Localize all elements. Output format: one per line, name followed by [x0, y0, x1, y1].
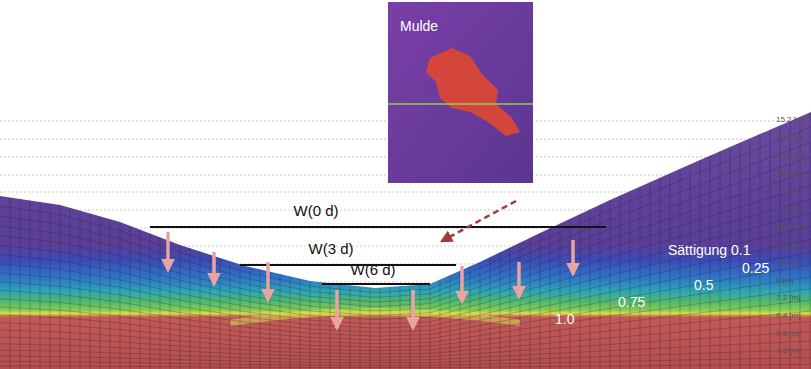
saturation-label: 0.75 — [618, 295, 645, 310]
elevation-tick: 12.8 [m] — [776, 170, 805, 179]
elevation-tick: 14.4 [m] — [776, 134, 805, 143]
elevation-tick: 15.2 [m] — [776, 116, 805, 125]
elevation-tick: 8.8 [m] — [776, 259, 800, 268]
water-level: W(6 d) — [351, 262, 396, 279]
saturation-label: 0.5 — [694, 278, 713, 293]
saturation-label: Sättigung 0.1 — [668, 243, 751, 258]
inset-title: Mulde — [400, 18, 533, 34]
elevation-tick: 7.2 [m] — [776, 294, 800, 303]
inset-map — [388, 2, 533, 183]
water-level: W(0 d) — [294, 203, 339, 220]
elevation-tick: 4.8 [m] — [776, 347, 800, 356]
elevation-tick: 12 [m] — [776, 187, 798, 196]
elevation-tick: 11.2 [m] — [776, 205, 804, 214]
elevation-tick: 5.6 [m] — [776, 330, 800, 339]
elevation-tick: 10.4 [m] — [776, 223, 805, 232]
elevation-tick: 9.6 [m] — [776, 241, 800, 250]
elevation-tick: 13.6 [m] — [776, 152, 805, 161]
saturation-label: 1.0 — [555, 312, 574, 327]
water-level: W(3 d) — [309, 241, 354, 258]
elevation-tick: 8 [m] — [776, 277, 794, 286]
elevation-tick: 6.4 [m] — [776, 312, 800, 321]
saturation-label: 0.25 — [742, 261, 769, 276]
inset-map-frame: Mulde — [388, 2, 533, 183]
